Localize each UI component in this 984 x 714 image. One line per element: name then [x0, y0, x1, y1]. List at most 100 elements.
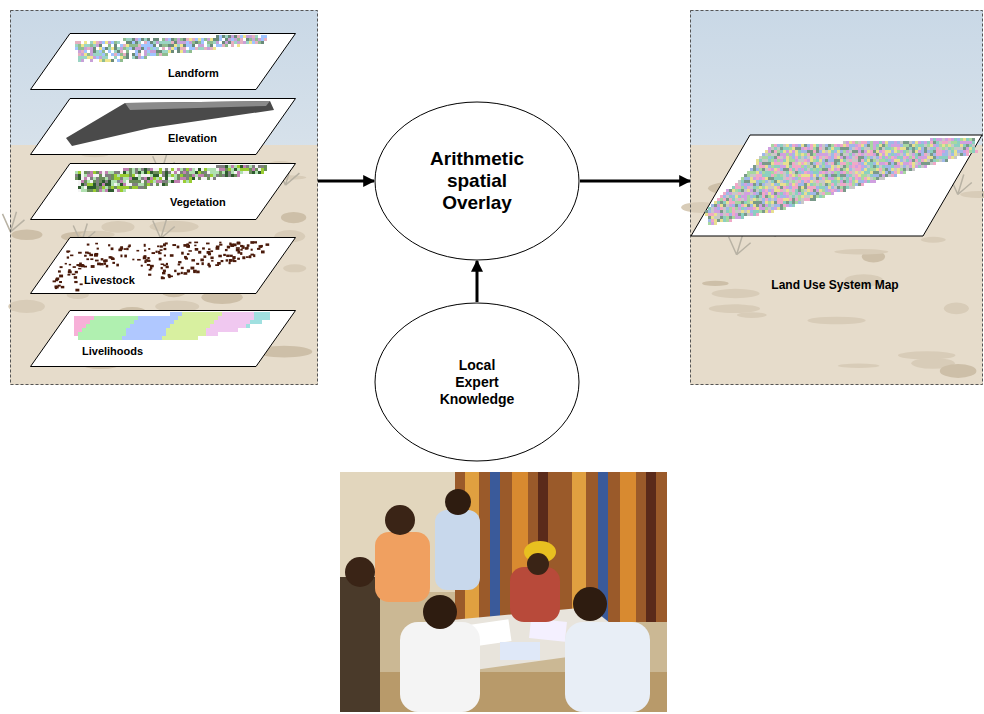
map-cell	[840, 147, 843, 150]
livelihood-zone	[262, 316, 266, 320]
sky	[10, 10, 318, 385]
map-cell	[801, 144, 804, 147]
livestock-dot	[108, 244, 110, 246]
map-cell	[837, 153, 840, 156]
map-cell	[225, 44, 228, 47]
livelihood-zone	[210, 324, 214, 328]
data-layer: Vegetation	[30, 163, 296, 220]
map-cell	[816, 153, 819, 156]
map-cell	[819, 153, 822, 156]
livestock-dot	[161, 267, 163, 269]
livelihood-zone	[254, 316, 258, 320]
livelihood-zone	[114, 320, 118, 324]
map-cell	[843, 162, 846, 165]
livelihood-zone	[198, 332, 202, 336]
livestock-dot	[246, 256, 249, 258]
map-cell	[930, 153, 933, 156]
map-cell	[777, 144, 780, 147]
map-cell	[819, 159, 822, 162]
map-cell	[99, 41, 102, 44]
livelihood-zone	[94, 320, 98, 324]
map-cell	[852, 165, 855, 168]
map-cell	[951, 141, 954, 144]
livelihood-zone	[214, 320, 218, 324]
livelihood-zone	[246, 320, 250, 324]
map-cell	[864, 150, 867, 153]
map-cell	[120, 174, 123, 177]
livelihood-zone	[206, 328, 210, 332]
map-cell	[144, 53, 147, 56]
livelihood-zone	[146, 320, 150, 324]
map-cell	[96, 171, 99, 174]
map-cell	[825, 159, 828, 162]
map-cell	[804, 156, 807, 159]
map-cell	[156, 177, 159, 180]
map-cell	[963, 144, 966, 147]
map-cell	[954, 150, 957, 153]
map-cell	[186, 38, 189, 41]
livestock-dot	[101, 258, 104, 260]
map-cell	[936, 147, 939, 150]
map-cell	[201, 41, 204, 44]
livelihood-zone	[90, 328, 94, 332]
livelihood-zone	[222, 312, 226, 316]
map-cell	[183, 44, 186, 47]
map-cell	[117, 174, 120, 177]
livelihood-zone	[186, 332, 190, 336]
map-cell	[876, 147, 879, 150]
map-cell	[201, 47, 204, 50]
map-cell	[84, 59, 87, 62]
livelihood-zone	[126, 320, 130, 324]
map-cell	[87, 56, 90, 59]
map-cell	[162, 171, 165, 174]
livelihood-zone	[182, 324, 186, 328]
map-cell	[147, 177, 150, 180]
livestock-dot	[217, 262, 221, 265]
map-cell	[900, 150, 903, 153]
map-cell	[825, 165, 828, 168]
map-cell	[870, 168, 873, 171]
map-cell	[933, 147, 936, 150]
layer-label: Landform	[168, 67, 219, 80]
livelihood-zone	[82, 336, 86, 340]
map-cell	[123, 44, 126, 47]
livestock-dot	[177, 246, 180, 249]
livelihood-zone	[218, 312, 222, 316]
map-cell	[186, 177, 189, 180]
map-cell	[849, 159, 852, 162]
livestock-dot	[249, 255, 252, 258]
livelihood-zone	[162, 316, 166, 320]
map-cell	[180, 50, 183, 53]
livelihood-zone	[190, 324, 194, 328]
map-cell	[216, 35, 219, 38]
map-cell	[96, 44, 99, 47]
map-cell	[843, 141, 846, 144]
map-cell	[885, 162, 888, 165]
livestock-dot	[75, 271, 78, 273]
map-cell	[174, 168, 177, 171]
map-cell	[912, 141, 915, 144]
map-cell	[111, 186, 114, 189]
map-cell	[948, 153, 951, 156]
map-cell	[228, 44, 231, 47]
map-cell	[183, 171, 186, 174]
livelihood-zone	[222, 320, 226, 324]
map-cell	[765, 165, 768, 168]
map-cell	[762, 165, 765, 168]
map-cell	[906, 147, 909, 150]
map-cell	[102, 180, 105, 183]
livelihood-zone	[110, 320, 114, 324]
map-cell	[135, 44, 138, 47]
map-cell	[912, 165, 915, 168]
map-cell	[114, 174, 117, 177]
map-cell	[132, 56, 135, 59]
map-cell	[924, 141, 927, 144]
livestock-dot	[237, 242, 241, 245]
map-cell	[846, 144, 849, 147]
map-cell	[102, 171, 105, 174]
map-cell	[918, 150, 921, 153]
map-cell	[132, 180, 135, 183]
map-cell	[909, 147, 912, 150]
map-cell	[252, 35, 255, 38]
map-cell	[162, 50, 165, 53]
